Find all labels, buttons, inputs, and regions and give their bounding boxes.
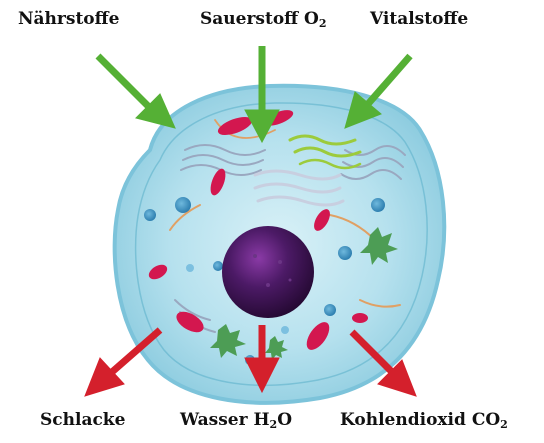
label-vitalstoffe: Vitalstoffe bbox=[370, 11, 468, 28]
label-naehrstoffe: Nährstoffe bbox=[18, 11, 119, 28]
label-kohlendioxid: Kohlendioxid CO2 bbox=[340, 412, 508, 430]
label-schlacke: Schlacke bbox=[40, 412, 125, 429]
nucleus bbox=[222, 226, 314, 318]
label-wasser: Wasser H2O bbox=[180, 412, 292, 430]
label-sauerstoff: Sauerstoff O2 bbox=[200, 11, 327, 29]
